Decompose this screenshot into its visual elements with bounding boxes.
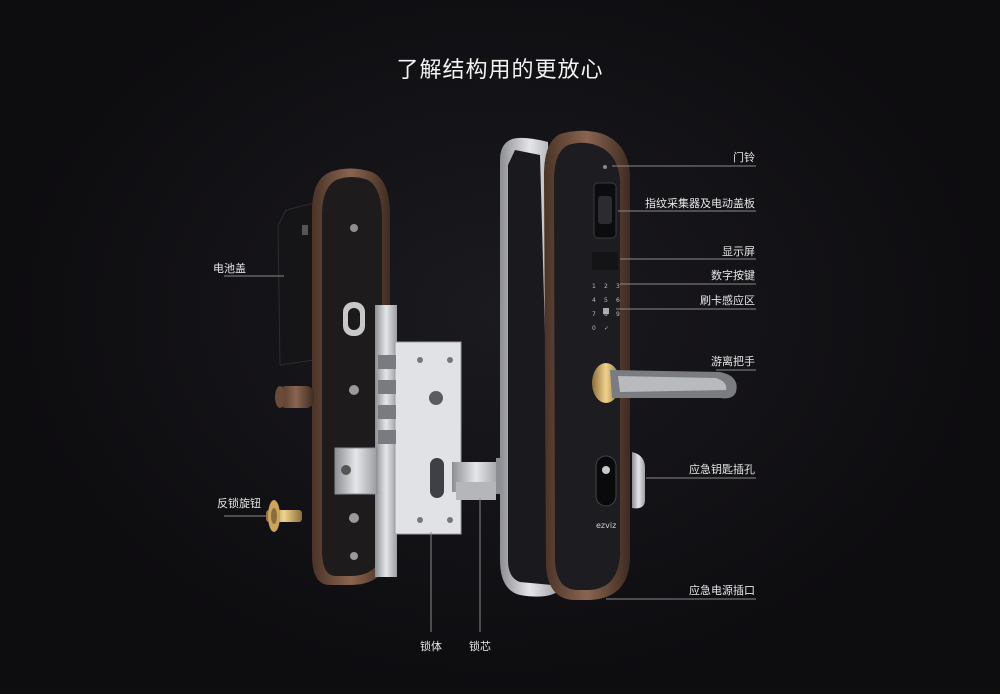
battery-cover	[277, 202, 315, 366]
label-power: 应急电源插口	[689, 584, 755, 597]
outer-lever-handle	[592, 363, 737, 403]
keypad-key: 6	[616, 297, 620, 304]
reverse-lock-knob	[266, 500, 302, 532]
label-doorbell: 门铃	[733, 151, 755, 164]
keypad-key: 2	[604, 283, 608, 290]
keypad-key: 0	[592, 325, 596, 332]
mortise-lock-body	[334, 305, 462, 577]
lock-cylinder	[452, 458, 504, 500]
keypad-key: 9	[616, 311, 620, 318]
keypad-key: 3	[616, 283, 620, 290]
callout-lines	[224, 165, 756, 632]
keypad-key: 4	[592, 297, 596, 304]
label-fingerprint: 指纹采集器及电动盖板	[645, 197, 755, 210]
label-display: 显示屏	[722, 245, 755, 258]
keypad-key: ✓	[604, 325, 609, 332]
label-keypad: 数字按键	[711, 269, 755, 282]
label-knob: 反锁旋钮	[217, 497, 261, 510]
label-lock-body: 锁体	[420, 640, 442, 653]
page-title: 了解结构用的更放心	[396, 58, 604, 83]
keypad-key: 7	[592, 311, 596, 318]
keypad-key: 8	[604, 311, 608, 318]
keypad-key: 5	[604, 297, 608, 304]
label-keyhole: 应急钥匙插孔	[689, 463, 755, 476]
label-card: 刷卡感应区	[700, 294, 755, 307]
label-battery-cover: 电池盖	[213, 262, 246, 275]
label-handle: 游离把手	[711, 355, 755, 368]
inner-handle	[275, 386, 314, 408]
keypad: 1 2 3 4 5 6 7 8 9 0 ✓	[592, 283, 620, 332]
emergency-key-cover	[632, 452, 645, 509]
brand-logo: ezviz	[596, 521, 617, 530]
keypad-key: 1	[592, 283, 596, 290]
outer-front-panel	[544, 130, 630, 600]
label-lock-core: 锁芯	[469, 640, 491, 653]
